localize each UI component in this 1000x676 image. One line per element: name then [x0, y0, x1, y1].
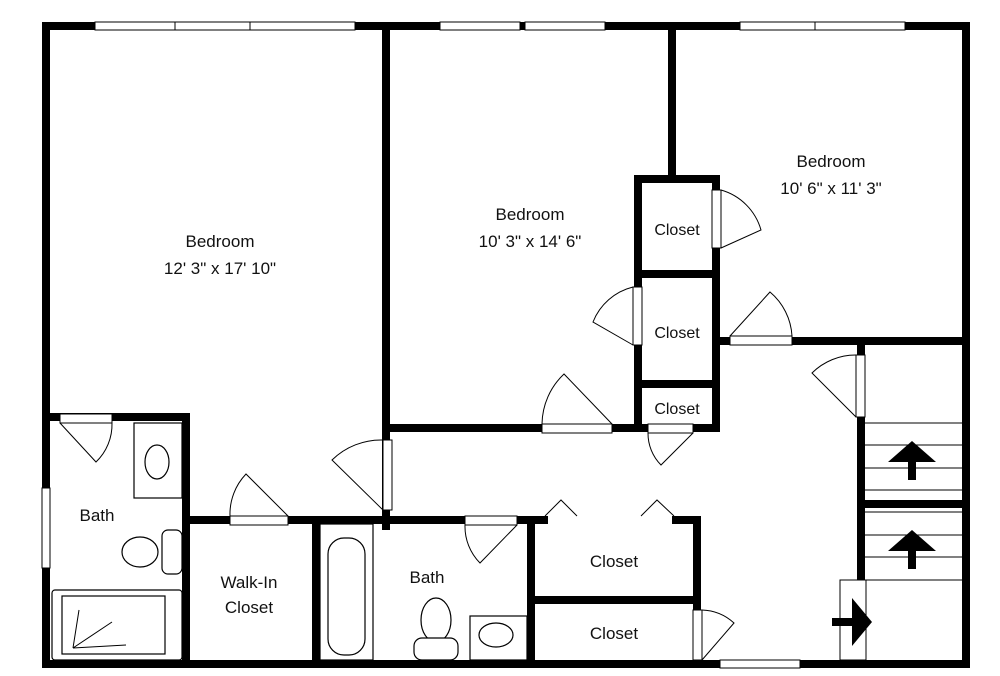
windows [41, 21, 906, 669]
room-name: Walk-In [221, 573, 278, 592]
bathtub-icon [327, 537, 366, 656]
toilet-icon [161, 529, 183, 575]
room-name: Closet [590, 624, 638, 643]
room-name: Bedroom [186, 232, 255, 251]
room-name: Bedroom [797, 152, 866, 171]
room-name: Bath [410, 568, 445, 587]
room-size: 10' 3" x 14' 6" [479, 232, 582, 251]
room-size: 12' 3" x 17' 10" [164, 259, 276, 278]
sink-icon [478, 622, 514, 648]
fixtures [51, 422, 528, 661]
sink-icon [144, 444, 170, 480]
room-name: Bath [80, 506, 115, 525]
toilet-icon [420, 597, 452, 643]
stairs [832, 422, 962, 661]
room-labels: Bedroom 12' 3" x 17' 10" Bedroom 10' 3" … [80, 152, 882, 643]
room-name: Closet [225, 598, 273, 617]
room-size: 10' 6" x 11' 3" [780, 179, 881, 198]
doors [59, 189, 866, 661]
room-name: Closet [654, 222, 700, 239]
room-name: Closet [654, 325, 700, 342]
room-name: Bedroom [496, 205, 565, 224]
stair-arrow-right-icon [832, 598, 872, 646]
stair-arrow-up-icon [888, 530, 936, 569]
stair-arrow-up-icon [888, 441, 936, 480]
room-name: Closet [590, 552, 638, 571]
room-name: Closet [654, 401, 700, 418]
